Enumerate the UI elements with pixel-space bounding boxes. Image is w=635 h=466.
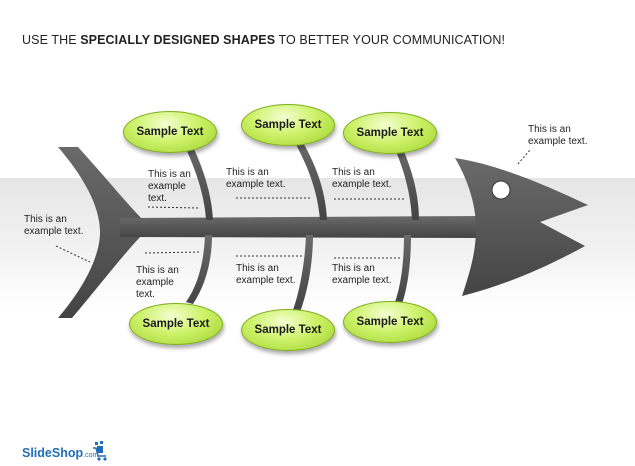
leader-tail	[55, 245, 91, 263]
cause-oval-bottom-middle: Sample Text	[241, 309, 335, 351]
fish-spine	[120, 216, 480, 238]
note-upper-middle: This is an example text.	[226, 167, 286, 190]
bone-upper-left	[186, 147, 213, 220]
headline-emphasis: SPECIALLY DESIGNED SHAPES	[80, 33, 276, 47]
cause-oval-top-middle: Sample Text	[241, 104, 335, 146]
note-lower-middle: This is an example text.	[236, 263, 296, 286]
slideshop-cart-icon	[93, 441, 107, 461]
fish-head	[455, 158, 588, 296]
bone-upper-middle	[295, 141, 327, 220]
cause-oval-top-left: Sample Text	[123, 111, 217, 153]
slideshop-logo: SlideShop.com	[22, 446, 99, 460]
note-lower-left: This is an example text.	[136, 265, 179, 300]
cause-oval-bottom-right: Sample Text	[343, 301, 437, 343]
bone-lower-left	[186, 235, 212, 304]
fish-eye	[491, 180, 511, 200]
leader-lower-left	[144, 251, 201, 254]
note-upper-left: This is an example text.	[148, 169, 191, 204]
bone-lower-right	[395, 235, 411, 304]
page-headline: USE THE SPECIALLY DESIGNED SHAPES TO BET…	[22, 33, 506, 47]
note-upper-right: This is an example text.	[332, 167, 392, 190]
leader-head	[517, 149, 531, 165]
note-tail: This is an example text.	[24, 214, 84, 237]
note-lower-right: This is an example text.	[332, 263, 392, 286]
bone-lower-middle	[293, 235, 313, 312]
fish-tail	[58, 147, 145, 318]
cause-oval-bottom-left: Sample Text	[129, 303, 223, 345]
bone-upper-right	[395, 147, 419, 220]
leader-upper-left	[147, 206, 199, 209]
cause-oval-top-right: Sample Text	[343, 112, 437, 154]
note-head: This is an example text.	[528, 124, 588, 147]
